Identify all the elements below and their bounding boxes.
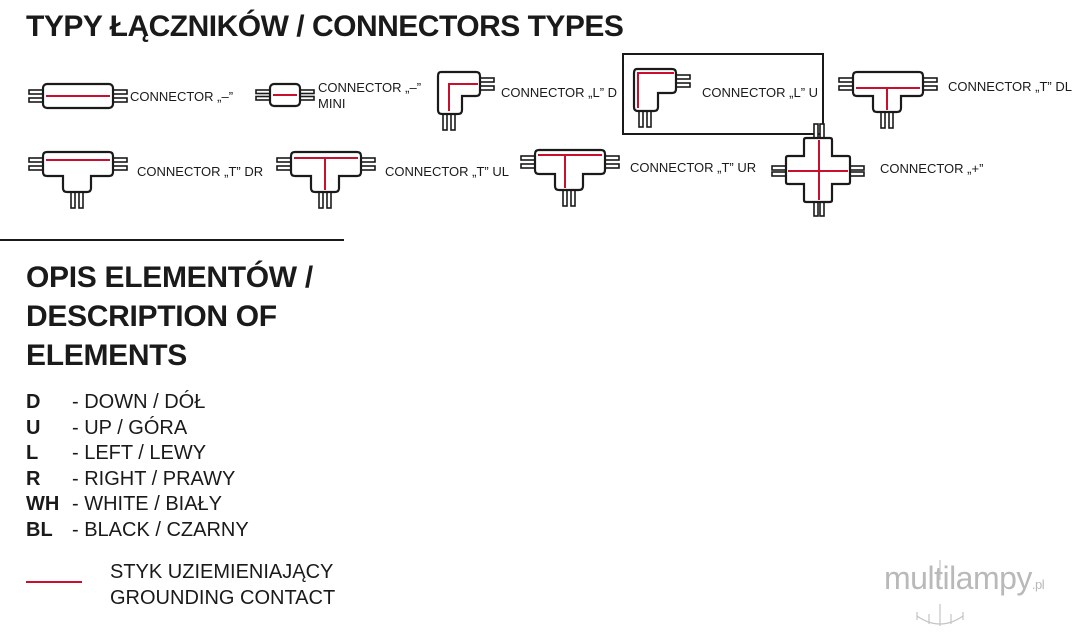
connector-t-ul-icon bbox=[276, 150, 376, 209]
section-divider bbox=[0, 239, 344, 241]
connector-l-d-label: CONNECTOR „L” D bbox=[501, 85, 618, 100]
legend-item: R - RIGHT / PRAWY bbox=[26, 467, 249, 493]
connector-t-dl-icon bbox=[838, 70, 938, 129]
page-title: TYPY ŁĄCZNIKÓW / CONNECTORS TYPES bbox=[26, 10, 624, 43]
connector-plus-icon bbox=[771, 123, 865, 217]
chandelier-logo-icon bbox=[916, 560, 964, 626]
connector-mini-label-line2: MINI bbox=[318, 96, 346, 111]
connector-t-dl-label: CONNECTOR „T” DL bbox=[948, 79, 1072, 94]
connector-mini-label-line1: CONNECTOR „–” bbox=[318, 80, 422, 95]
legend-item: D - DOWN / DÓŁ bbox=[26, 390, 249, 416]
connector-t-ur-icon bbox=[520, 148, 620, 207]
connector-l-u-highlight-box bbox=[622, 53, 824, 135]
watermark-suffix: .pl bbox=[1031, 577, 1045, 592]
legend-text: - DOWN / DÓŁ bbox=[72, 391, 206, 413]
connector-t-dr-label: CONNECTOR „T” DR bbox=[137, 164, 264, 179]
legend-text: - LEFT / LEWY bbox=[72, 442, 207, 465]
grounding-contact-line2: GROUNDING CONTACT bbox=[110, 587, 336, 609]
connector-l-d-icon bbox=[436, 70, 495, 131]
legend-text: - BLACK / CZARNY bbox=[72, 518, 249, 541]
legend-item: L - LEFT / LEWY bbox=[26, 441, 249, 467]
legend-item: BL - BLACK / CZARNY bbox=[26, 518, 249, 544]
description-title-line: DESCRIPTION OF bbox=[26, 300, 277, 333]
legend-code: WH bbox=[26, 493, 60, 516]
legend-list: D - DOWN / DÓŁ U - UP / GÓRA L - LEFT / LEW… bbox=[26, 390, 249, 544]
connector-straight-label: CONNECTOR „–” bbox=[130, 89, 234, 104]
legend-item: WH - WHITE / BIAŁY bbox=[26, 492, 249, 518]
watermark-text: multilampy bbox=[884, 560, 1032, 596]
legend-code: U bbox=[26, 416, 41, 439]
connector-t-ul-label: CONNECTOR „T” UL bbox=[385, 164, 509, 179]
description-title-line: OPIS ELEMENTÓW / bbox=[26, 261, 313, 294]
legend-item: U - UP / GÓRA bbox=[26, 416, 249, 442]
grounding-contact-line bbox=[26, 581, 82, 583]
legend-text: - RIGHT / PRAWY bbox=[72, 467, 236, 490]
multilampy-watermark: multilampy.pl bbox=[884, 560, 1045, 597]
description-title: OPIS ELEMENTÓW / DESCRIPTION OF ELEMENTS bbox=[26, 258, 313, 375]
legend-code: L bbox=[26, 442, 39, 465]
grounding-contact-text: STYK UZIEMIENIAJĄCY GROUNDING CONTACT bbox=[110, 559, 335, 611]
connector-l-u-icon bbox=[632, 67, 691, 128]
description-title-line: ELEMENTS bbox=[26, 339, 187, 372]
connector-t-ur-label: CONNECTOR „T” UR bbox=[630, 160, 757, 175]
legend-code: R bbox=[26, 467, 41, 490]
connector-mini-icon bbox=[255, 82, 315, 108]
connector-mini-label: CONNECTOR „–” MINI bbox=[318, 80, 421, 112]
legend-code: D bbox=[26, 391, 41, 413]
legend-code: BL bbox=[26, 518, 53, 541]
legend-text: - WHITE / BIAŁY bbox=[72, 493, 223, 516]
connector-plus-label: CONNECTOR „+” bbox=[880, 161, 984, 176]
connector-l-u-label: CONNECTOR „L” U bbox=[702, 85, 819, 100]
connector-t-dr-icon bbox=[28, 150, 128, 209]
connector-straight-icon bbox=[28, 82, 128, 110]
grounding-contact-line1: STYK UZIEMIENIAJĄCY bbox=[110, 561, 334, 583]
legend-text: - UP / GÓRA bbox=[72, 416, 188, 439]
